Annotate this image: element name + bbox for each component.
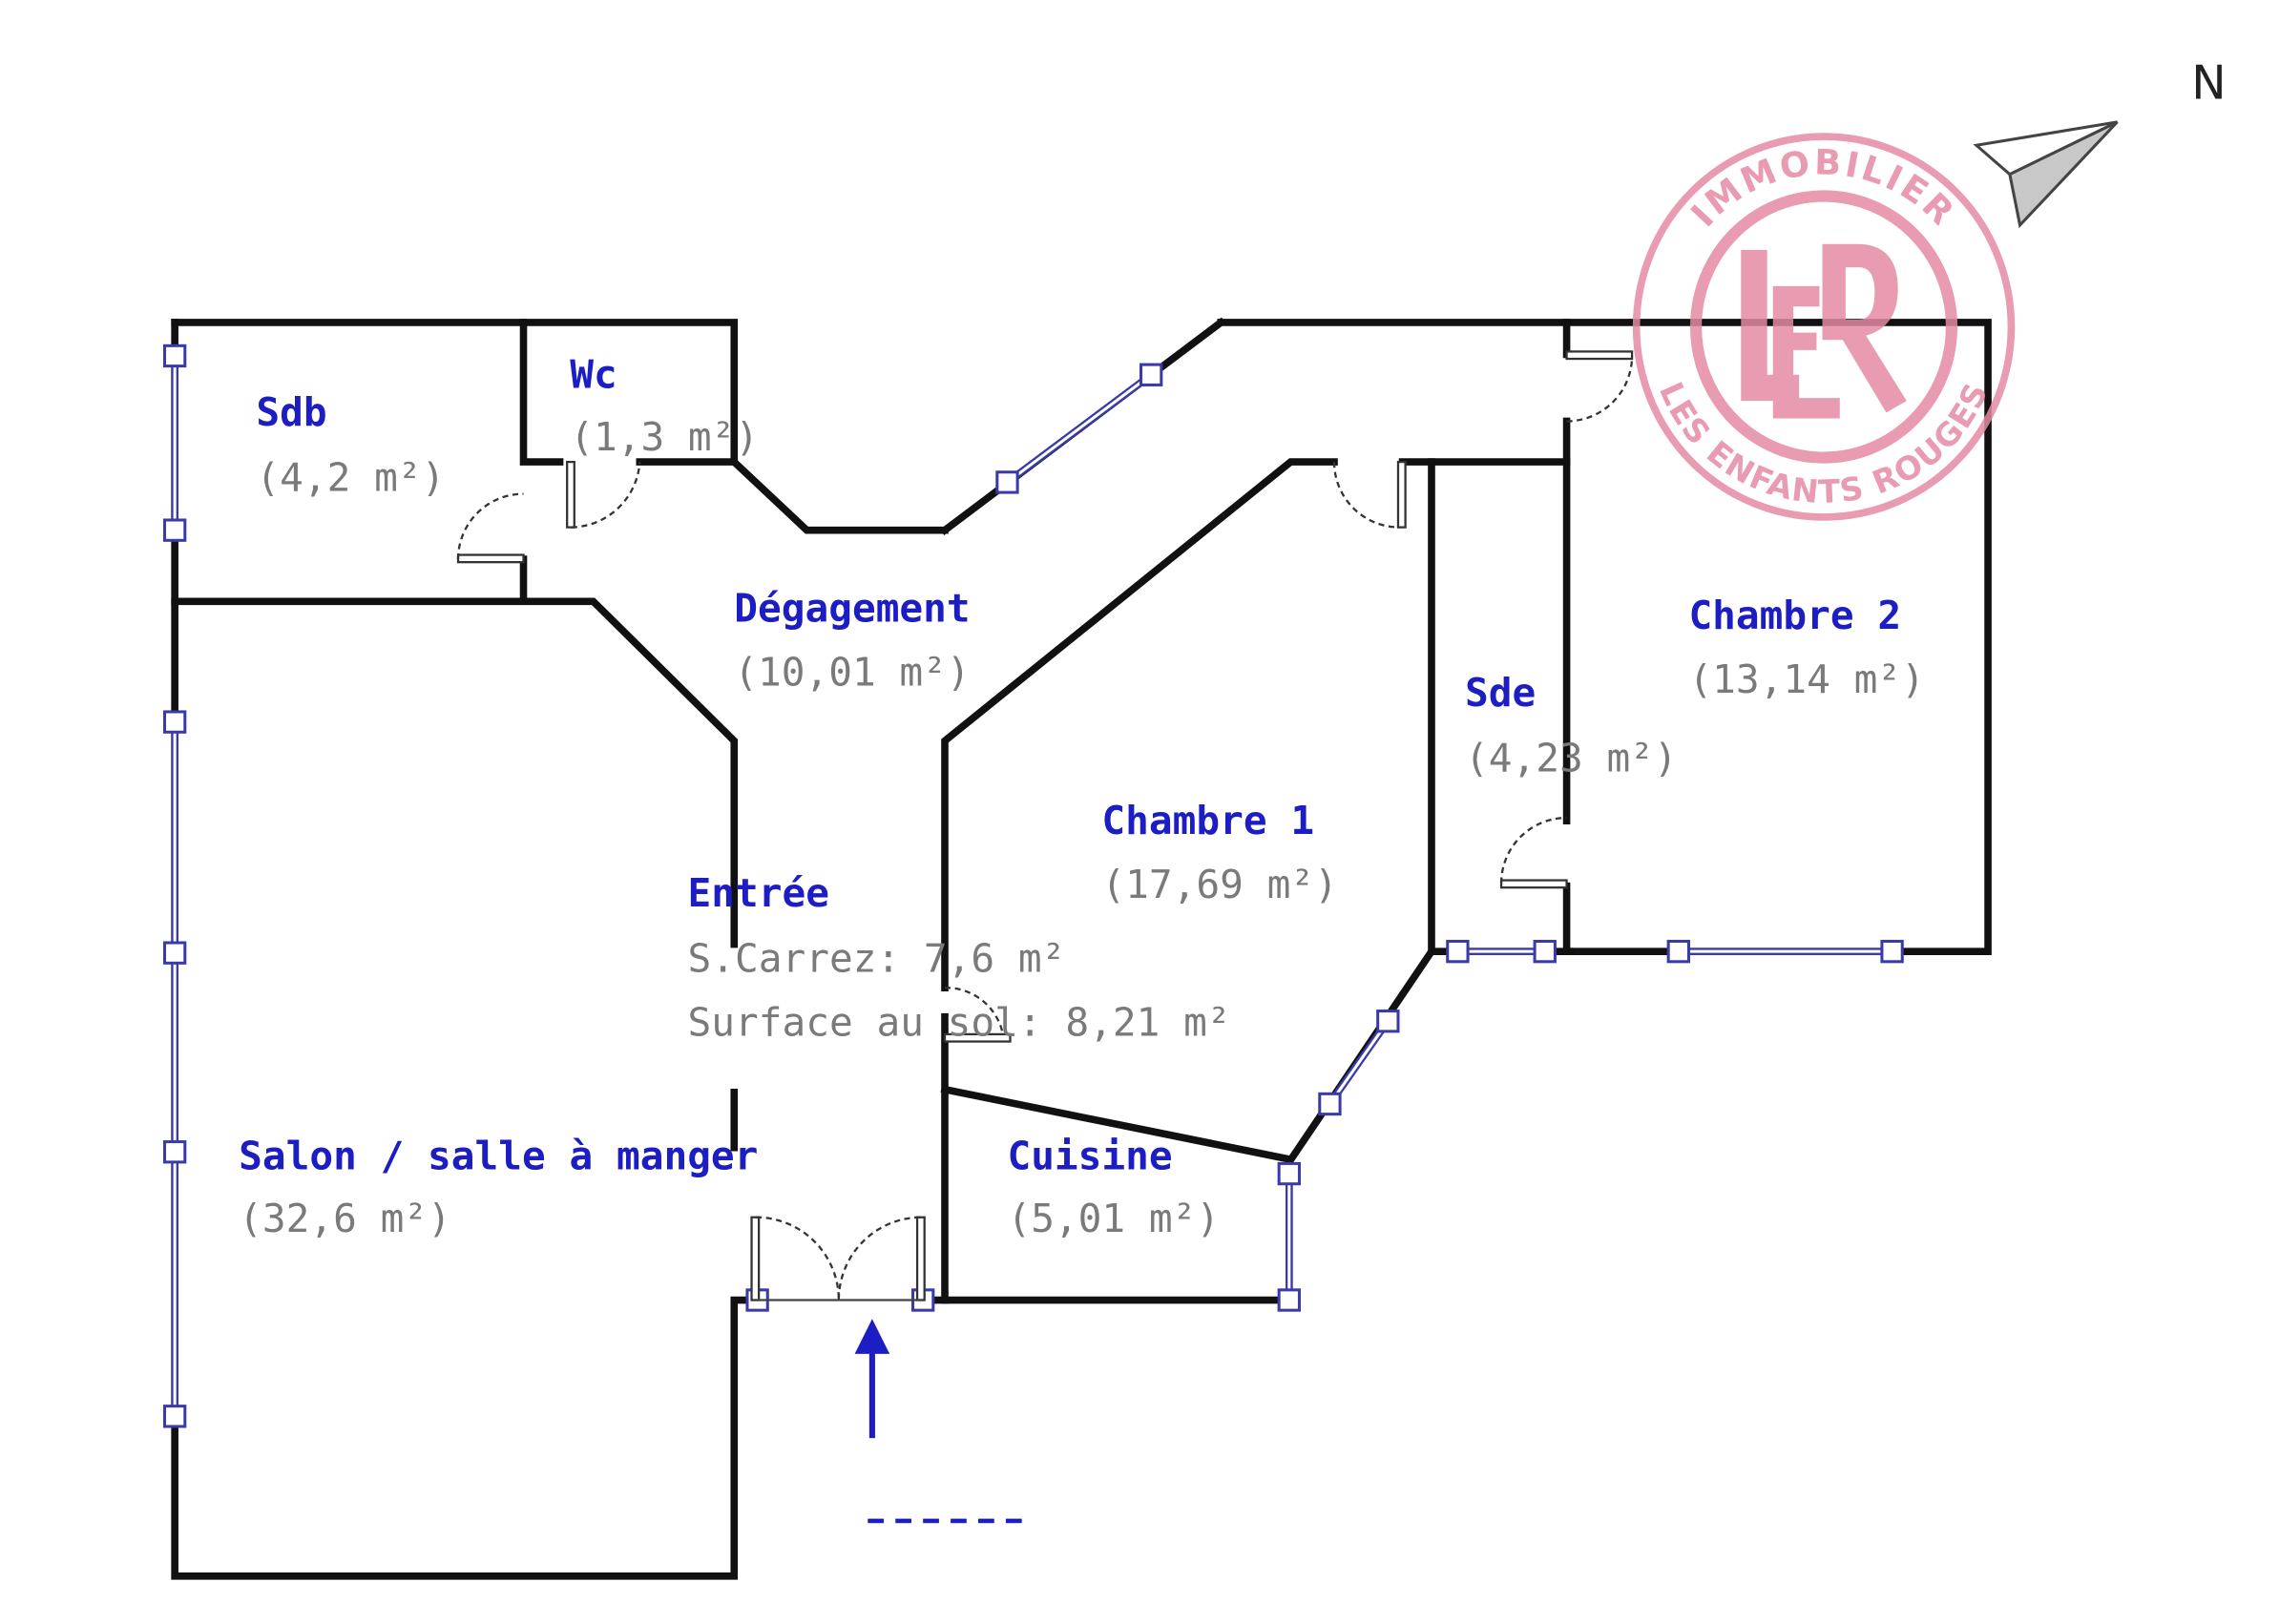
- room-name-entree: Entrée: [688, 870, 829, 916]
- room-name-chambre1: Chambre 1: [1101, 798, 1314, 843]
- room-area-degagement: (10,01 m²): [734, 650, 970, 696]
- compass: N: [1973, 57, 2227, 229]
- agency-stamp-logo: IMMOBILIER LES ENFANTS ROUGES: [1632, 133, 2016, 521]
- stamp-monogram: [1741, 243, 1907, 419]
- room-area-chambre1: (17,69 m²): [1101, 862, 1337, 907]
- room-name-salon: Salon / salle à manger: [239, 1134, 758, 1179]
- north-arrow-icon: [1973, 120, 2119, 229]
- stamp-top-text: IMMOBILIER: [1683, 141, 1964, 235]
- entrance-arrow-icon: [854, 1319, 1025, 1524]
- windows: [162, 344, 1904, 1428]
- doors: [456, 350, 1634, 1301]
- room-area-chambre2: (13,14 m²): [1688, 656, 1924, 702]
- room-name-sdb: Sdb: [256, 389, 326, 435]
- room-carrez-entree: S.Carrez: 7,6 m²: [688, 935, 1066, 981]
- room-area-cuisine: (5,01 m²): [1007, 1196, 1220, 1241]
- north-label: N: [2191, 57, 2226, 111]
- room-name-sde: Sde: [1465, 670, 1536, 716]
- stamp-bottom-text: LES ENFANTS ROUGES: [1652, 377, 1996, 511]
- room-area-wc: (1,3 m²): [570, 414, 759, 460]
- room-name-cuisine: Cuisine: [1007, 1134, 1172, 1179]
- room-name-wc: Wc: [570, 351, 617, 397]
- room-sol-entree: Surface au sol: 8,21 m²: [688, 999, 1231, 1045]
- room-name-chambre2: Chambre 2: [1688, 593, 1901, 638]
- room-area-salon: (32,6 m²): [239, 1196, 451, 1241]
- room-area-sde: (4,23 m²): [1465, 735, 1678, 781]
- room-name-degagement: Dégagement: [734, 586, 970, 632]
- room-area-sdb: (4,2 m²): [256, 455, 445, 501]
